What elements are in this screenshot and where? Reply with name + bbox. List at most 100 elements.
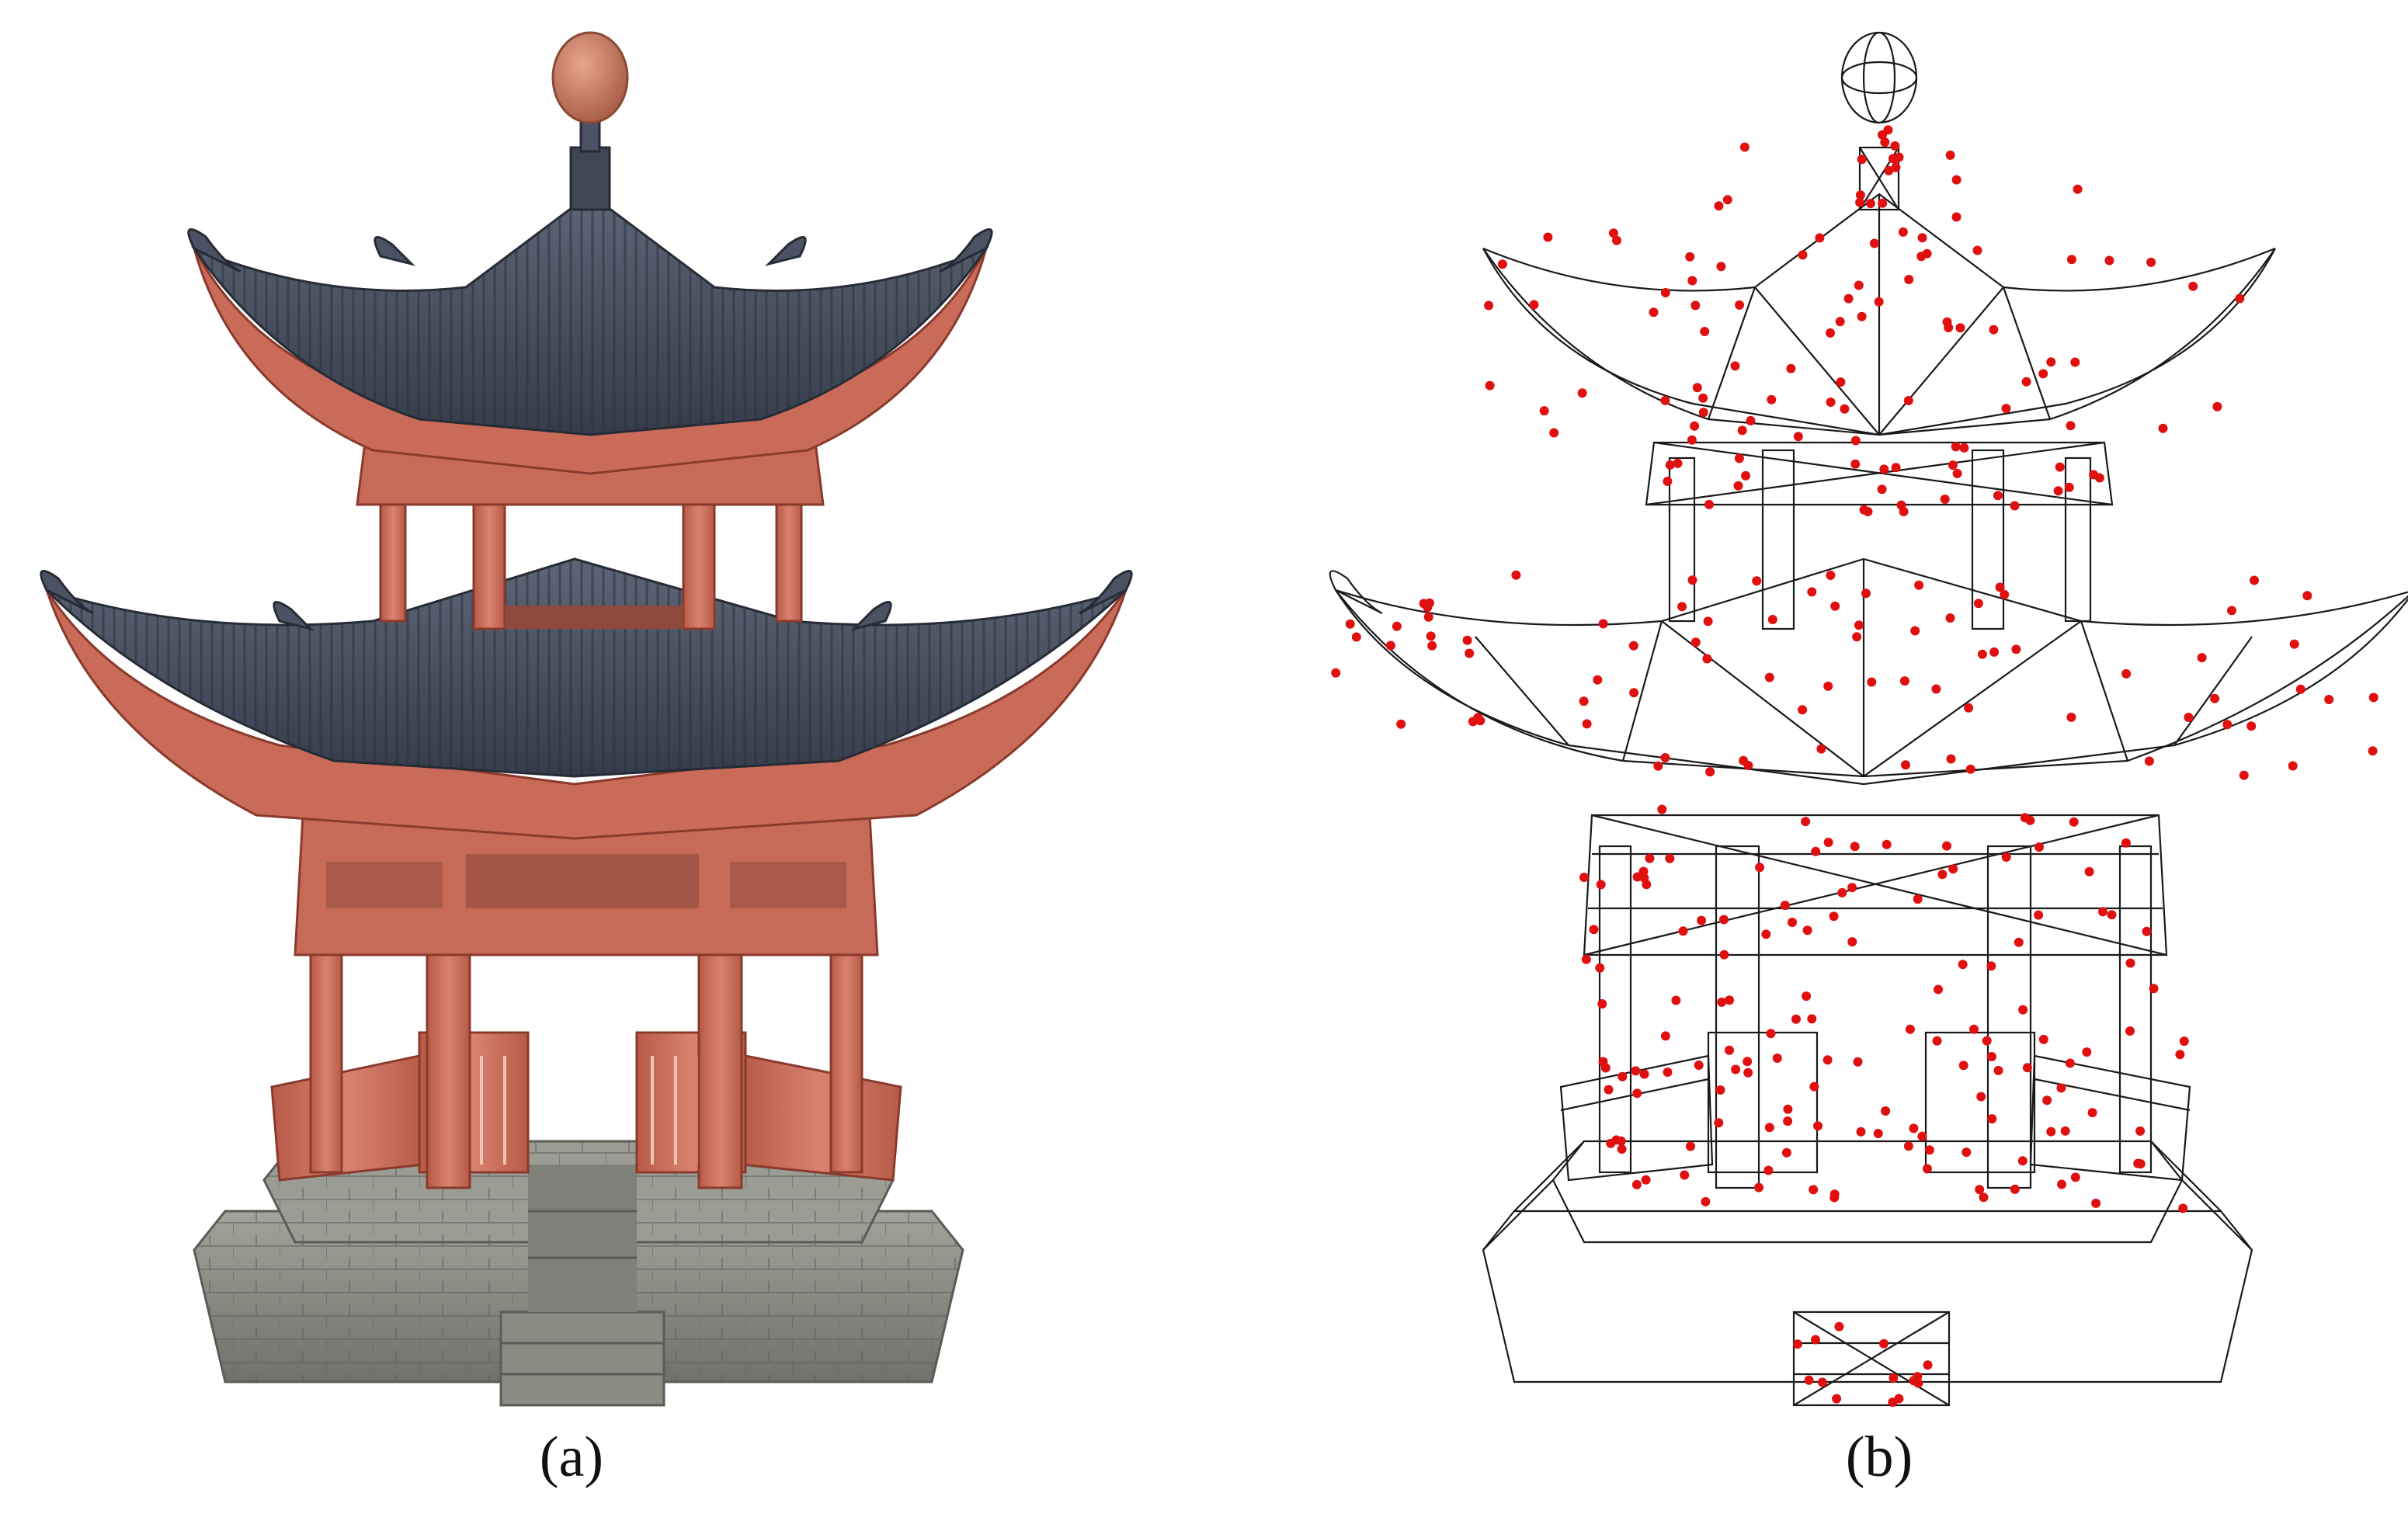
vertex-marker — [1829, 1192, 1840, 1203]
vertex-marker — [1878, 130, 1887, 140]
vertex-marker — [1813, 1121, 1823, 1131]
vertex-marker — [1719, 915, 1729, 925]
vertex-marker — [1427, 640, 1437, 651]
vertex-marker — [1877, 484, 1887, 495]
vertex-marker — [2021, 377, 2031, 387]
vertex-marker — [1703, 616, 1713, 627]
pavilion-render-icon — [40, 31, 1133, 1407]
vertex-marker — [1823, 1055, 1833, 1065]
vertex-marker — [1701, 1196, 1711, 1206]
vertex-marker — [1687, 575, 1697, 585]
vertex-marker — [1596, 880, 1606, 890]
vertex-marker — [1854, 280, 1864, 290]
vertex-marker — [2121, 838, 2131, 848]
vertex-marker — [1473, 713, 1483, 723]
vertex-marker — [1511, 570, 1521, 580]
vertex-marker — [1692, 383, 1702, 393]
vertex-marker — [1889, 1373, 1899, 1383]
vertex-marker — [1951, 212, 1961, 222]
vertex-marker — [2178, 1203, 2188, 1213]
vertex-marker — [1817, 1377, 1827, 1387]
vertex-marker — [1714, 1118, 1724, 1128]
vertex-marker — [1698, 393, 1708, 403]
vertex-marker — [2060, 1126, 2070, 1136]
vertex-marker — [2212, 401, 2222, 411]
caption-b: (b) — [1845, 1425, 1913, 1489]
vertex-marker — [1697, 915, 1707, 925]
vertex-marker — [1959, 443, 1969, 453]
vertex-marker — [2104, 255, 2114, 266]
vertex-marker — [1739, 755, 1749, 765]
vertex-marker — [1903, 396, 1913, 405]
vertex-marker — [1579, 873, 1589, 883]
vertex-marker — [1834, 1321, 1844, 1331]
vertex-marker — [1850, 459, 1861, 469]
vertex-marker — [2250, 575, 2259, 585]
vertex-marker — [1865, 199, 1875, 209]
vertex-marker — [1857, 311, 1867, 321]
vertex-marker — [1850, 842, 1860, 852]
vertex-marker — [1830, 601, 1840, 611]
vertex-marker — [2066, 255, 2076, 265]
vertex-marker — [1660, 753, 1670, 762]
vertex-marker — [2146, 257, 2156, 267]
vertex-marker — [1663, 477, 1673, 486]
vertex-marker — [1351, 632, 1361, 642]
vertex-marker — [2125, 1026, 2135, 1036]
vertex-marker — [1743, 1057, 1753, 1067]
vertex-marker — [1861, 588, 1871, 599]
vertex-marker — [1598, 1057, 1608, 1067]
vertex-marker — [1931, 684, 1941, 694]
vertex-marker — [1857, 154, 1867, 165]
vertex-marker — [1631, 1179, 1642, 1189]
vertex-marker — [1392, 621, 1402, 631]
vertex-marker — [1964, 703, 1974, 713]
vertex-marker — [1730, 361, 1740, 371]
vertex-marker — [1836, 377, 1846, 387]
vertex-marker — [1484, 300, 1494, 311]
vertex-marker — [1853, 1057, 1863, 1067]
vertex-marker — [1462, 635, 1472, 645]
vertex-marker — [1855, 197, 1865, 207]
vertex-marker — [2064, 482, 2074, 492]
vertex-marker — [1982, 1036, 1992, 1046]
vertex-marker — [1617, 1144, 1627, 1154]
vertex-marker — [2135, 1126, 2146, 1136]
vertex-marker — [1811, 1335, 1820, 1345]
vertex-marker — [1914, 580, 1924, 590]
vertex-marker — [1589, 925, 1599, 935]
vertex-marker — [1840, 404, 1850, 414]
vertex-marker — [1485, 380, 1495, 391]
vertex-marker — [1937, 870, 1948, 880]
vertex-marker — [1961, 1147, 1972, 1158]
vertex-marker — [2125, 958, 2135, 968]
vertex-marker — [1687, 435, 1697, 445]
vertex-marker — [1946, 754, 1956, 764]
vertex-marker — [2022, 1063, 2032, 1073]
vertex-marker — [1923, 1360, 1933, 1370]
vertex-marker — [1826, 397, 1836, 407]
vertex-marker — [1767, 615, 1777, 624]
vertex-marker — [1780, 901, 1790, 911]
vertex-marker — [2246, 721, 2257, 731]
vertex-marker — [1909, 1123, 1919, 1133]
vertex-marker — [1577, 388, 1587, 398]
vertex-marker — [1869, 238, 1879, 248]
vertex-marker — [2302, 591, 2312, 601]
vertex-marker — [1826, 571, 1836, 580]
vertex-marker — [2175, 1050, 2185, 1060]
vertex-marker — [1993, 491, 2003, 501]
vertex-marker — [1737, 425, 1747, 436]
vertex-marker — [1331, 668, 1341, 678]
vertex-marker — [1793, 432, 1803, 442]
vertex-marker — [1899, 507, 1909, 516]
vertex-marker — [1680, 1170, 1690, 1180]
vertex-marker — [2011, 644, 2021, 654]
vertex-marker — [2034, 910, 2044, 920]
vertex-marker — [1678, 926, 1688, 936]
vertex-marker — [1702, 654, 1712, 664]
vertex-marker — [1792, 1339, 1802, 1349]
vertex-marker — [1829, 911, 1839, 922]
vertex-marker — [2368, 746, 2378, 756]
vertex-marker — [1694, 1061, 1704, 1070]
